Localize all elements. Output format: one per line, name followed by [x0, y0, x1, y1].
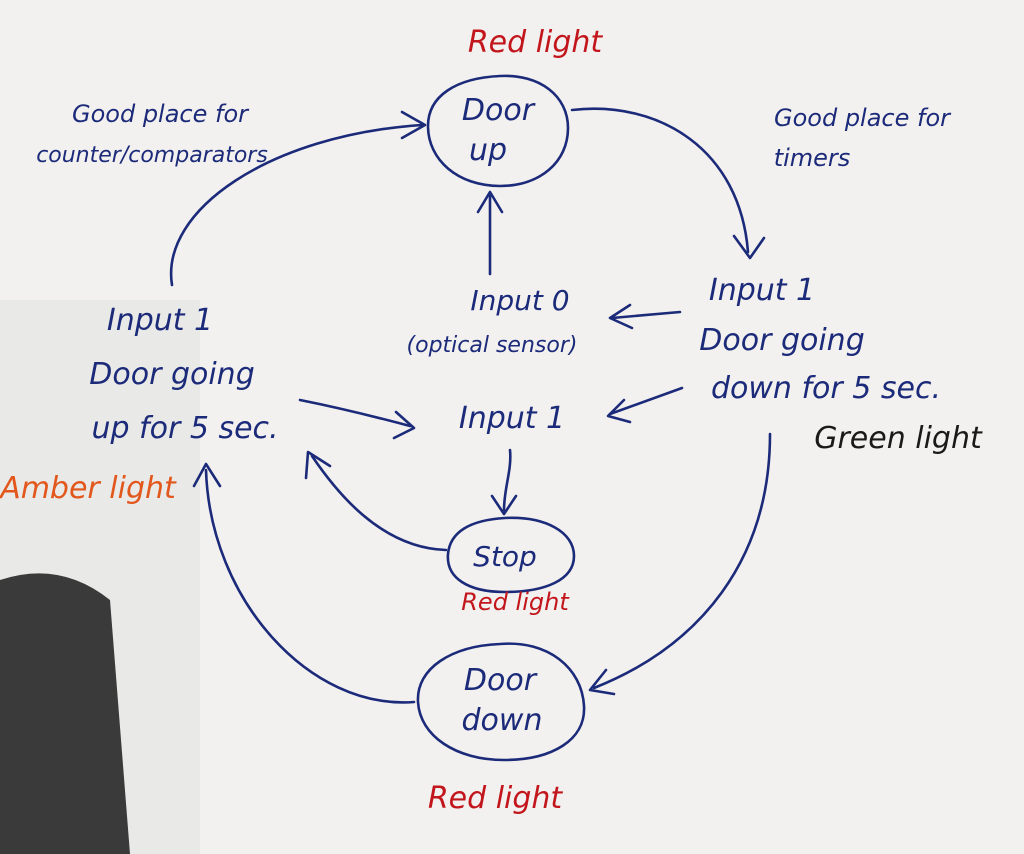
- state-door-up: Door up Red light: [426, 25, 604, 188]
- note-right-line2: timers: [774, 144, 851, 172]
- arrow-right-to-door-down: [592, 432, 772, 690]
- arrow-stop-to-left: [310, 454, 448, 552]
- door-down-line2: down: [462, 703, 543, 738]
- arrow-door-down-to-left-head: [192, 462, 222, 488]
- transition-middle: Input 1: [459, 401, 565, 436]
- hand-shadow: [0, 573, 130, 854]
- door-up-line2: up: [469, 133, 507, 168]
- note-left-line1: Good place for: [72, 100, 250, 128]
- arrow-right-to-middle-head: [606, 398, 632, 424]
- arrow-door-up-to-right-head: [732, 234, 766, 260]
- door-up-line1: Door: [462, 93, 536, 128]
- door-down-circle: [416, 642, 586, 762]
- left-line2: up for 5 sec.: [91, 411, 278, 446]
- stop-circle: [446, 516, 576, 594]
- transition-left: Input 1 Door going up for 5 sec. Amber l…: [0, 303, 279, 506]
- note-left-line2: counter/comparators: [36, 143, 268, 168]
- left-input: Input 1: [107, 303, 213, 338]
- stop-light: Red light: [461, 588, 570, 616]
- arrow-door-down-to-left: [204, 468, 416, 704]
- arrow-right-to-input0: [610, 310, 682, 320]
- door-up-circle: [426, 74, 570, 188]
- arrow-left-to-door-up-head: [400, 110, 427, 140]
- door-down-light: Red light: [428, 781, 564, 816]
- arrow-right-to-input0-head: [608, 303, 634, 330]
- arrow-middle-to-stop-head: [490, 494, 518, 516]
- left-line1: Door going: [89, 357, 254, 392]
- middle-input: Input 1: [459, 401, 565, 436]
- note-right: Good place for timers: [774, 104, 952, 172]
- state-stop: Stop Red light: [446, 516, 576, 616]
- transition-center: Input 0 (optical sensor): [407, 284, 578, 358]
- right-light-green: Green light: [814, 421, 983, 456]
- arrow-left-to-middle: [298, 398, 412, 428]
- center-input: Input 0: [470, 284, 569, 317]
- state-door-down: Door down Red light: [416, 642, 586, 816]
- arrow-left-to-door-up: [169, 123, 424, 287]
- note-left: Good place for counter/comparators: [36, 100, 268, 168]
- arrow-right-to-door-down-head: [588, 668, 616, 696]
- arrow-door-up-to-right: [570, 107, 750, 254]
- arrow-right-to-middle: [608, 386, 684, 416]
- door-down-line1: Door: [464, 663, 538, 698]
- transition-right: Input 1 Door going down for 5 sec. Green…: [699, 273, 983, 456]
- note-right-line1: Good place for: [774, 104, 952, 132]
- right-input: Input 1: [709, 273, 815, 308]
- right-line2: down for 5 sec.: [711, 371, 941, 406]
- right-line1: Door going: [699, 323, 864, 358]
- arrow-stop-to-left-head: [304, 450, 332, 480]
- door-up-light: Red light: [468, 25, 604, 60]
- stop-label: Stop: [473, 540, 537, 573]
- arrow-left-to-middle-head: [392, 410, 416, 440]
- left-light-amber: Amber light: [0, 471, 177, 506]
- arrow-input0-to-door-up-head: [476, 190, 504, 214]
- arrow-middle-to-stop: [502, 448, 512, 512]
- center-sensor: (optical sensor): [407, 333, 578, 358]
